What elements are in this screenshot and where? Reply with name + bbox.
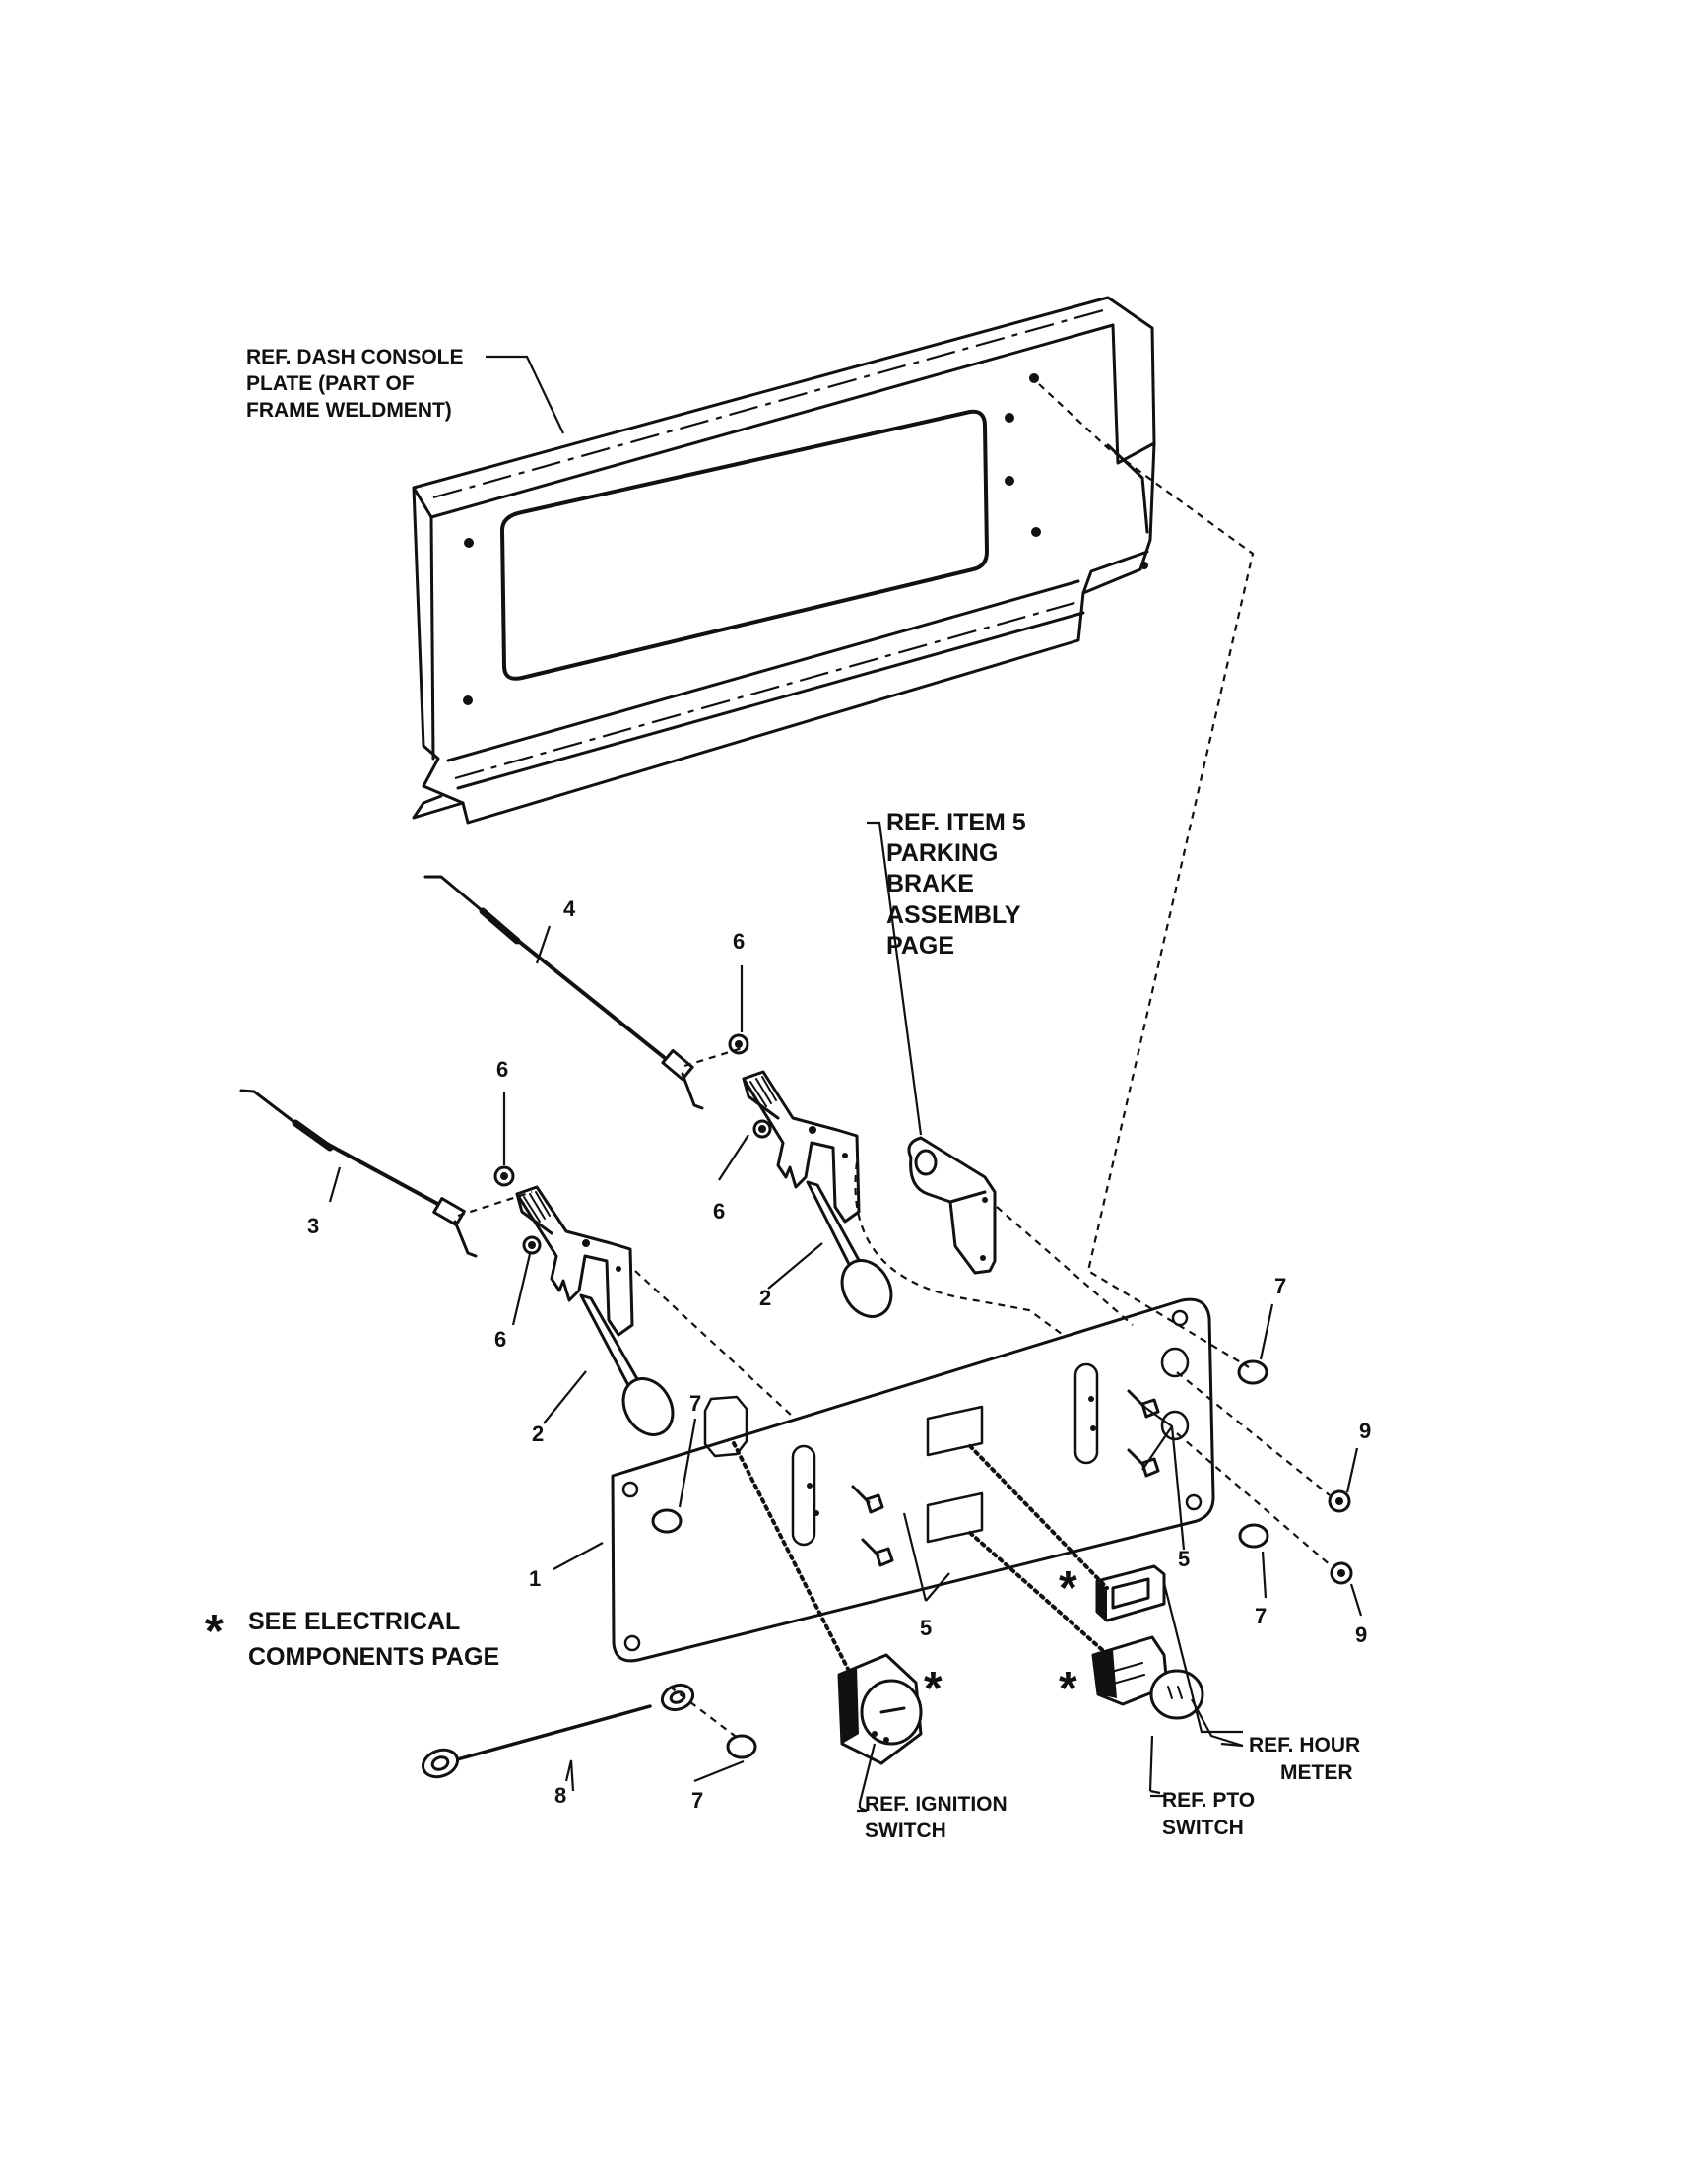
callout-ignition-line-1: REF. IGNITION bbox=[865, 1793, 1008, 1816]
item-number-7-a: 7 bbox=[689, 1391, 701, 1416]
control-lever-right bbox=[742, 1070, 893, 1318]
item-number-6-a: 6 bbox=[733, 929, 745, 954]
item-number-1: 1 bbox=[529, 1566, 541, 1591]
callout-hour-meter: REF. HOUR METER bbox=[1249, 1734, 1360, 1784]
callout-parking-brake-line-1: REF. ITEM 5 bbox=[886, 809, 1026, 836]
ignition-switch bbox=[837, 1653, 923, 1765]
asterisk-ignition: * bbox=[924, 1663, 943, 1715]
item-number-6-b: 6 bbox=[496, 1057, 508, 1082]
control-lever-left bbox=[515, 1185, 675, 1436]
callout-parking-brake-line-4: ASSEMBLY bbox=[886, 901, 1021, 929]
pto-switch bbox=[1091, 1635, 1204, 1720]
callout-parking-brake-line-5: PAGE bbox=[886, 932, 954, 960]
item-number-9-b: 9 bbox=[1355, 1622, 1367, 1647]
callout-dash-console-line-1: REF. DASH CONSOLE bbox=[246, 346, 464, 368]
item-number-6-c: 6 bbox=[713, 1199, 725, 1224]
nuts-6 bbox=[493, 1033, 772, 1255]
callout-pto-switch: REF. PTO SWITCH bbox=[1162, 1789, 1255, 1839]
control-panel-plate bbox=[611, 1297, 1215, 1663]
electrical-note-line-1: SEE ELECTRICAL bbox=[248, 1608, 460, 1635]
callout-pto-line-2: SWITCH bbox=[1162, 1817, 1244, 1839]
callout-dash-console-line-2: PLATE (PART OF bbox=[246, 372, 415, 395]
item-numbers: 1 2 2 3 4 5 5 6 6 6 6 7 7 7 7 8 9 9 bbox=[307, 896, 1371, 1813]
item-number-5-right: 5 bbox=[1178, 1547, 1190, 1571]
screws-7 bbox=[651, 1359, 1269, 1759]
callout-parking-brake-line-2: PARKING bbox=[886, 839, 998, 867]
callout-dash-console: REF. DASH CONSOLE PLATE (PART OF FRAME W… bbox=[246, 346, 464, 422]
item-number-6-d: 6 bbox=[494, 1327, 506, 1352]
asterisk-hour-meter: * bbox=[1059, 1562, 1077, 1615]
leader-lines bbox=[328, 355, 1363, 1813]
item-number-4: 4 bbox=[563, 896, 576, 921]
item-number-7-c: 7 bbox=[1255, 1604, 1267, 1628]
ground-wire-8 bbox=[422, 1683, 695, 1779]
callout-hour-meter-line-1: REF. HOUR bbox=[1249, 1734, 1360, 1756]
callout-dash-console-line-3: FRAME WELDMENT) bbox=[246, 399, 452, 422]
nuts-9 bbox=[1328, 1489, 1353, 1585]
electrical-note-line-2: COMPONENTS PAGE bbox=[248, 1643, 499, 1671]
callout-parking-brake-line-3: BRAKE bbox=[886, 870, 974, 897]
item-number-2-left: 2 bbox=[532, 1422, 544, 1446]
callout-parking-brake: REF. ITEM 5 PARKING BRAKE ASSEMBLY PAGE bbox=[886, 809, 1026, 960]
item-number-3: 3 bbox=[307, 1214, 319, 1238]
callout-ignition-switch: REF. IGNITION SWITCH bbox=[865, 1793, 1008, 1842]
throttle-cable-3 bbox=[239, 1089, 478, 1258]
item-number-5-left: 5 bbox=[920, 1616, 932, 1640]
asterisk-electrical-note: * bbox=[205, 1606, 224, 1658]
asterisk-pto: * bbox=[1059, 1663, 1077, 1715]
alignment-lines bbox=[457, 383, 1333, 1740]
dash-console-plate bbox=[412, 296, 1156, 825]
callout-ignition-line-2: SWITCH bbox=[865, 1820, 946, 1842]
item-number-2-right: 2 bbox=[759, 1286, 771, 1310]
hour-meter bbox=[1095, 1564, 1166, 1622]
item-number-7-d: 7 bbox=[691, 1788, 703, 1813]
callout-hour-meter-line-2: METER bbox=[1280, 1761, 1353, 1784]
callout-pto-line-1: REF. PTO bbox=[1162, 1789, 1255, 1812]
electrical-note: * SEE ELECTRICAL COMPONENTS PAGE bbox=[205, 1606, 499, 1671]
item-number-7-b: 7 bbox=[1274, 1274, 1286, 1298]
item-number-8: 8 bbox=[554, 1783, 566, 1808]
item-number-9-a: 9 bbox=[1359, 1419, 1371, 1443]
screws-5 bbox=[851, 1389, 1160, 1567]
parking-brake-bracket bbox=[907, 1136, 997, 1275]
